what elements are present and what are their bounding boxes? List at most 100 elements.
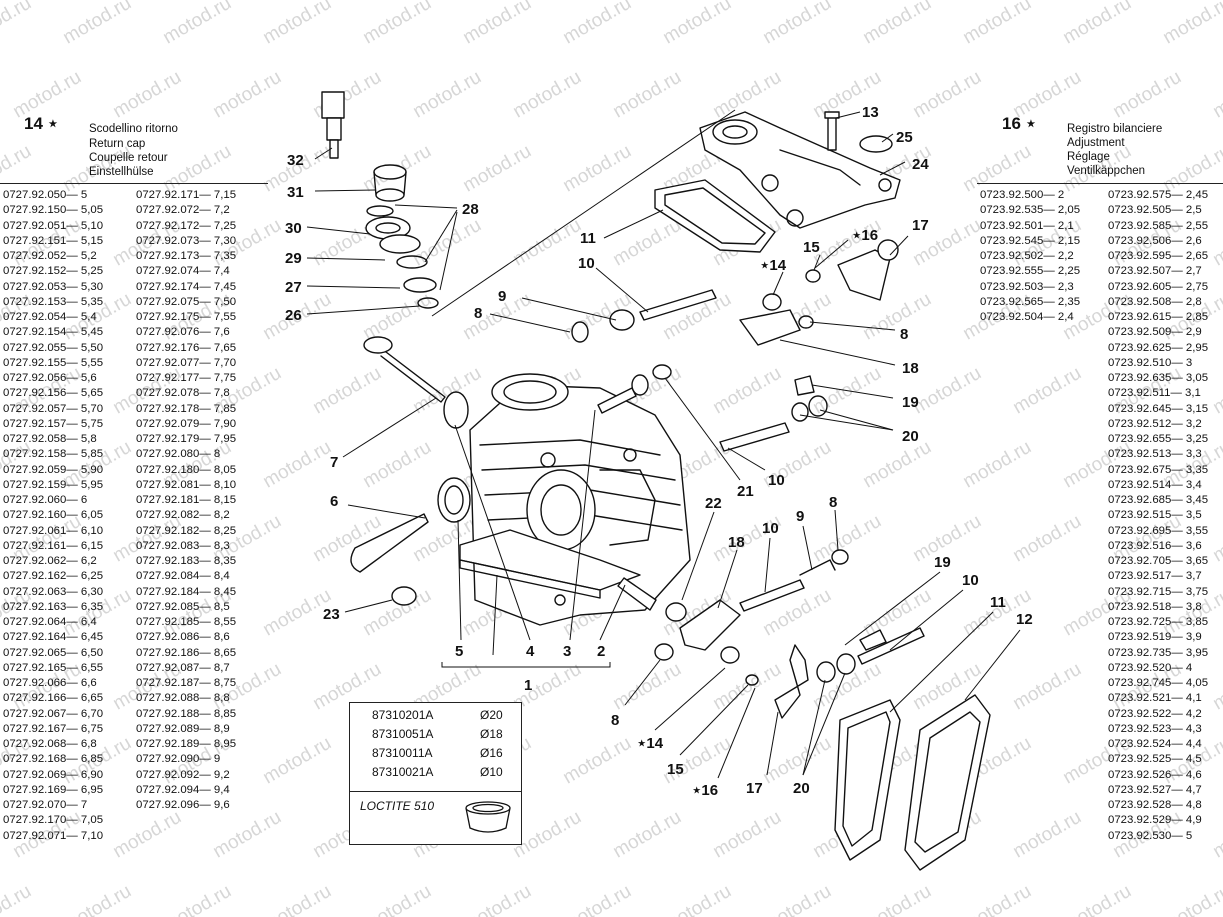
callout-15-top: 15	[803, 239, 820, 256]
right-table-col2-row: 0723.92.529— 4,9	[1108, 814, 1202, 827]
left-table-col2-row: 0727.92.079— 7,90	[136, 417, 237, 430]
callout-2: 2	[597, 643, 605, 660]
left-table-col2-row: 0727.92.082— 8,2	[136, 509, 230, 522]
left-table-col2-row: 0727.92.075— 7,50	[136, 295, 237, 308]
right-table-col2-row: 0723.92.625— 2,95	[1108, 341, 1209, 354]
right-table-col2-row: 0723.92.685— 3,45	[1108, 494, 1209, 506]
right-table-col2-row: 0723.92.516— 3,6	[1108, 539, 1202, 552]
loctite-label: LOCTITE 510	[360, 799, 435, 813]
left-table-col2-row: 0727.92.087— 8,7	[136, 661, 230, 674]
valve-cover-top	[699, 111, 901, 229]
left-table-col1-row: 0727.92.157— 5,75	[3, 417, 104, 430]
right-table-col2-row: 0723.92.517— 3,7	[1108, 570, 1202, 583]
right-table-col2-row: 0723.92.507— 2,7	[1108, 265, 1202, 278]
left-table-col2-row: 0727.92.181— 8,15	[136, 494, 237, 506]
left-table-col1-row: 0727.92.169— 6,95	[3, 783, 104, 796]
right-table-col1-row: 0723.92.503— 2,3	[980, 280, 1074, 293]
pn-dia-0: Ø20	[480, 708, 503, 722]
callout-18-top: 18	[902, 360, 919, 377]
callout-11-low: 11	[990, 594, 1006, 611]
callout-27: 27	[285, 279, 302, 296]
left-table-col1-row: 0727.92.054— 5,4	[3, 311, 97, 323]
right-table-col2-row: 0723.92.615— 2,85	[1108, 311, 1209, 323]
callout-13: 13	[862, 104, 879, 121]
callout-17-bottom: 17	[746, 780, 763, 797]
left-table-col1-row: 0727.92.165— 6,55	[3, 661, 104, 674]
callout-3: 3	[563, 643, 571, 660]
left-table-col1-row: 0727.92.057— 5,70	[3, 402, 104, 415]
callout-11-top: 11	[580, 230, 596, 247]
left-table-col1-row: 0727.92.170— 7,05	[3, 814, 104, 827]
pn-dia-3: Ø10	[480, 765, 503, 779]
right-table-col1-row: 0723.92.500— 2	[980, 189, 1065, 201]
callout-32: 32	[287, 152, 304, 169]
callout-8-right: 8	[900, 326, 908, 343]
callout-8-top: 8	[474, 305, 482, 322]
left-table-col2-row: 0727.92.178— 7,85	[136, 402, 237, 415]
left-table-col2-row: 0727.92.084— 8,4	[136, 570, 230, 583]
pn-row-0: 87310201A Ø20	[350, 708, 521, 727]
left-table-col1-row: 0727.92.064— 6,4	[3, 616, 97, 628]
left-table-col2-row: 0727.92.176— 7,65	[136, 341, 237, 354]
left-table-col1-row: 0727.92.154— 5,45	[3, 326, 104, 339]
spring-cap-31	[373, 164, 407, 202]
callout-20-bottom: 20	[793, 780, 810, 797]
screw-13	[824, 111, 840, 151]
left-table-col2-row: 0727.92.078— 7,8	[136, 387, 230, 400]
left-table-col2-row: 0727.92.186— 8,65	[136, 646, 237, 659]
callout-8-low: 8	[829, 494, 837, 511]
callout-18-mid: 18	[728, 534, 745, 551]
callout-19-low: 19	[934, 554, 951, 571]
left-table-col1-row: 0727.92.163— 6,35	[3, 600, 104, 613]
right-table-col2-row: 0723.92.735— 3,95	[1108, 646, 1209, 659]
left-table-col1-row: 0727.92.068— 6,8	[3, 738, 97, 750]
callout-10-low: 10	[762, 520, 779, 537]
right-header-line-fr: Réglage	[1067, 151, 1110, 163]
left-table-col2-row: 0727.92.183— 8,35	[136, 555, 237, 567]
left-header-ref: 14 ⋆	[24, 114, 59, 133]
left-table-col1-row: 0727.92.060— 6	[3, 494, 88, 506]
callout-10-mid: 10	[768, 472, 785, 489]
left-table-col2-row: 0727.92.188— 8,85	[136, 707, 237, 720]
left-table-col2-row: 0727.92.090— 9	[136, 753, 221, 766]
left-table-col2-row: 0727.92.083— 8,3	[136, 539, 230, 552]
right-table-col2-row: 0723.92.524— 4,4	[1108, 738, 1202, 750]
right-table-col2-row: 0723.92.518— 3,8	[1108, 600, 1202, 613]
left-table-col1-row: 0727.92.159— 5,95	[3, 478, 104, 491]
left-table-col1-row: 0727.92.168— 6,85	[3, 753, 104, 766]
right-table-col2-row: 0723.92.510— 3	[1108, 356, 1193, 369]
left-table-col1-row: 0727.92.052— 5,2	[3, 250, 97, 262]
left-table-col1-row: 0727.92.061— 6,10	[3, 524, 104, 537]
right-table-col2-row: 0723.92.521— 4,1	[1108, 692, 1202, 705]
callout-7: 7	[330, 454, 338, 471]
left-table-col1-row: 0727.92.067— 6,70	[3, 707, 104, 720]
right-table-col2-row: 0723.92.715— 3,75	[1108, 585, 1209, 598]
callout-6: 6	[330, 493, 338, 510]
collet-rings-28	[365, 205, 439, 309]
right-table-col2-row: 0723.92.523— 4,3	[1108, 722, 1202, 735]
left-table-col1-row: 0727.92.058— 5,8	[3, 433, 97, 445]
callout-16-bottom: ⋆16	[692, 782, 718, 799]
left-table-col1-row: 0727.92.053— 5,30	[3, 280, 104, 293]
right-table-col2-row: 0723.92.525— 4,5	[1108, 753, 1202, 766]
callout-17-top: 17	[912, 217, 929, 234]
right-table-col2-row: 0723.92.506— 2,6	[1108, 234, 1202, 247]
right-table-col2-row: 0723.92.675— 3,35	[1108, 463, 1209, 476]
left-table-col2-row: 0727.92.094— 9,4	[136, 783, 230, 796]
pn-code-2: 87310011A	[372, 746, 433, 760]
left-table-col2-row: 0727.92.072— 7,2	[136, 204, 230, 217]
left-table-col2-row: 0727.92.180— 8,05	[136, 463, 237, 476]
left-table-col1-row: 0727.92.063— 6,30	[3, 585, 104, 598]
left-table-col1-row: 0727.92.070— 7	[3, 799, 88, 811]
callout-8-bottom: 8	[611, 712, 619, 729]
valve-7	[363, 336, 469, 429]
left-table-col2-row: 0727.92.172— 7,25	[136, 219, 237, 232]
right-table-col2-row: 0723.92.513— 3,3	[1108, 448, 1202, 461]
loctite-sleeve-icon	[465, 801, 511, 833]
right-table-col2-row: 0723.92.511— 3,1	[1108, 387, 1201, 400]
left-table-col2-row: 0727.92.085— 8,5	[136, 600, 230, 613]
left-table-col2-row: 0727.92.185— 8,55	[136, 616, 237, 628]
